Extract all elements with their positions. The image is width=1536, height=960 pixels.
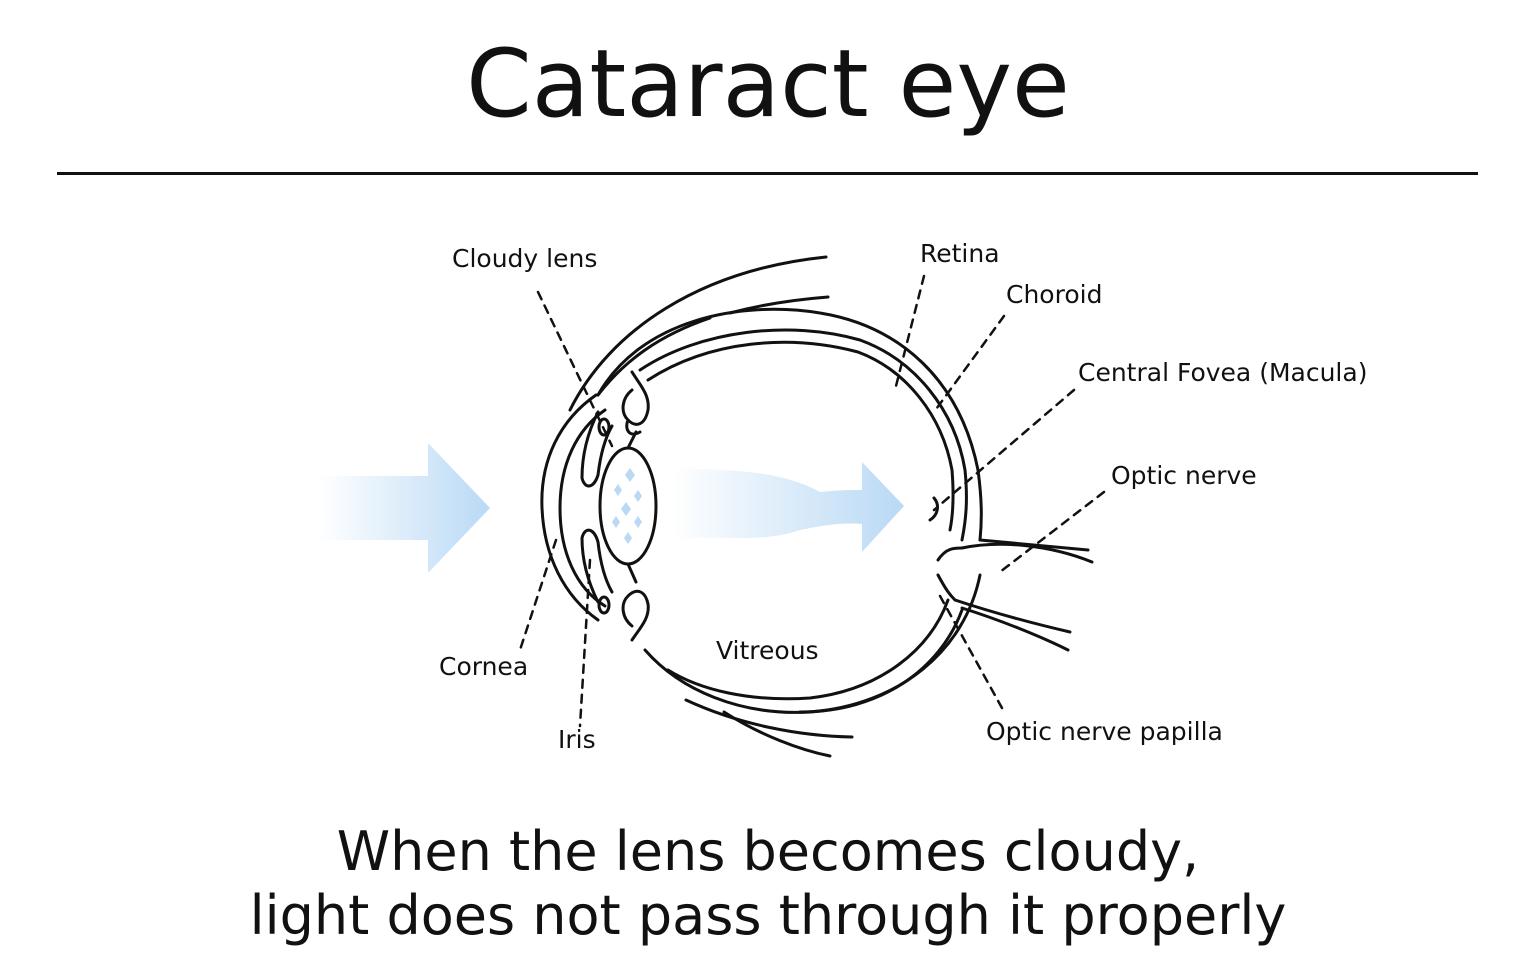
- leader-choroid: [932, 314, 1006, 414]
- title-divider: [57, 172, 1478, 175]
- leader-cornea: [518, 538, 558, 652]
- leader-central-fovea: [932, 388, 1076, 512]
- iris-bottom: [580, 528, 614, 604]
- optic-nerve-bottom: [953, 598, 1072, 634]
- optic-nerve-top: [960, 542, 1094, 564]
- label-iris: Iris: [558, 725, 596, 754]
- page-title: Cataract eye: [466, 30, 1070, 139]
- leader-cloudy-lens: [536, 290, 614, 448]
- label-vitreous: Vitreous: [716, 636, 819, 665]
- label-cloudy-lens: Cloudy lens: [452, 244, 598, 273]
- ciliary-body-top: [621, 370, 650, 426]
- eyeball-outer: [596, 307, 983, 542]
- sclera-outer: [568, 255, 828, 412]
- caption-line-1: When the lens becomes cloudy,: [336, 820, 1200, 883]
- label-choroid: Choroid: [1006, 280, 1103, 309]
- label-optic-nerve-papilla: Optic nerve papilla: [986, 717, 1223, 746]
- incoming-light-arrow: [320, 443, 490, 573]
- leader-iris: [578, 558, 592, 728]
- caption-line-2: light does not pass through it properly: [249, 884, 1287, 947]
- label-retina: Retina: [920, 239, 1000, 268]
- ciliary-body-bottom: [621, 589, 650, 642]
- cornea-line: [540, 393, 600, 622]
- scattered-light-arrow: [672, 462, 904, 552]
- label-cornea: Cornea: [439, 652, 529, 681]
- choroid-layer: [646, 340, 955, 532]
- leader-retina: [894, 274, 926, 388]
- leader-optic-nerve: [998, 490, 1106, 574]
- caption: When the lens becomes cloudy, light does…: [0, 820, 1536, 948]
- label-central-fovea: Central Fovea (Macula): [1078, 358, 1368, 387]
- label-optic-nerve: Optic nerve: [1111, 461, 1257, 490]
- retina-layer: [638, 328, 968, 542]
- leader-optic-nerve-papilla: [938, 594, 1004, 710]
- lens-cloudy-spots: [612, 468, 642, 544]
- iris-top: [580, 410, 614, 488]
